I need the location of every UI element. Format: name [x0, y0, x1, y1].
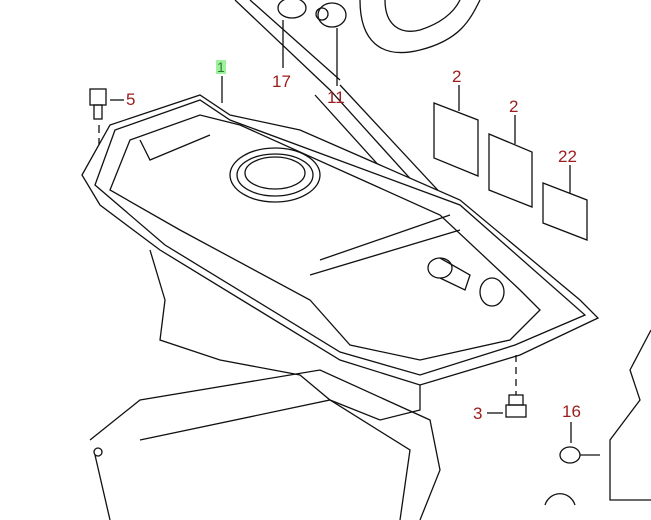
- callout-1[interactable]: 1: [216, 59, 226, 75]
- callout-2a[interactable]: 2: [452, 67, 462, 86]
- callout-3[interactable]: 3: [473, 404, 483, 423]
- callout-16[interactable]: 16: [562, 402, 581, 421]
- callout-17[interactable]: 17: [272, 72, 291, 91]
- callout-11[interactable]: 11: [327, 88, 345, 107]
- callout-22[interactable]: 22: [558, 147, 577, 166]
- callout-5[interactable]: 5: [126, 90, 136, 109]
- callout-2b[interactable]: 2: [509, 97, 519, 116]
